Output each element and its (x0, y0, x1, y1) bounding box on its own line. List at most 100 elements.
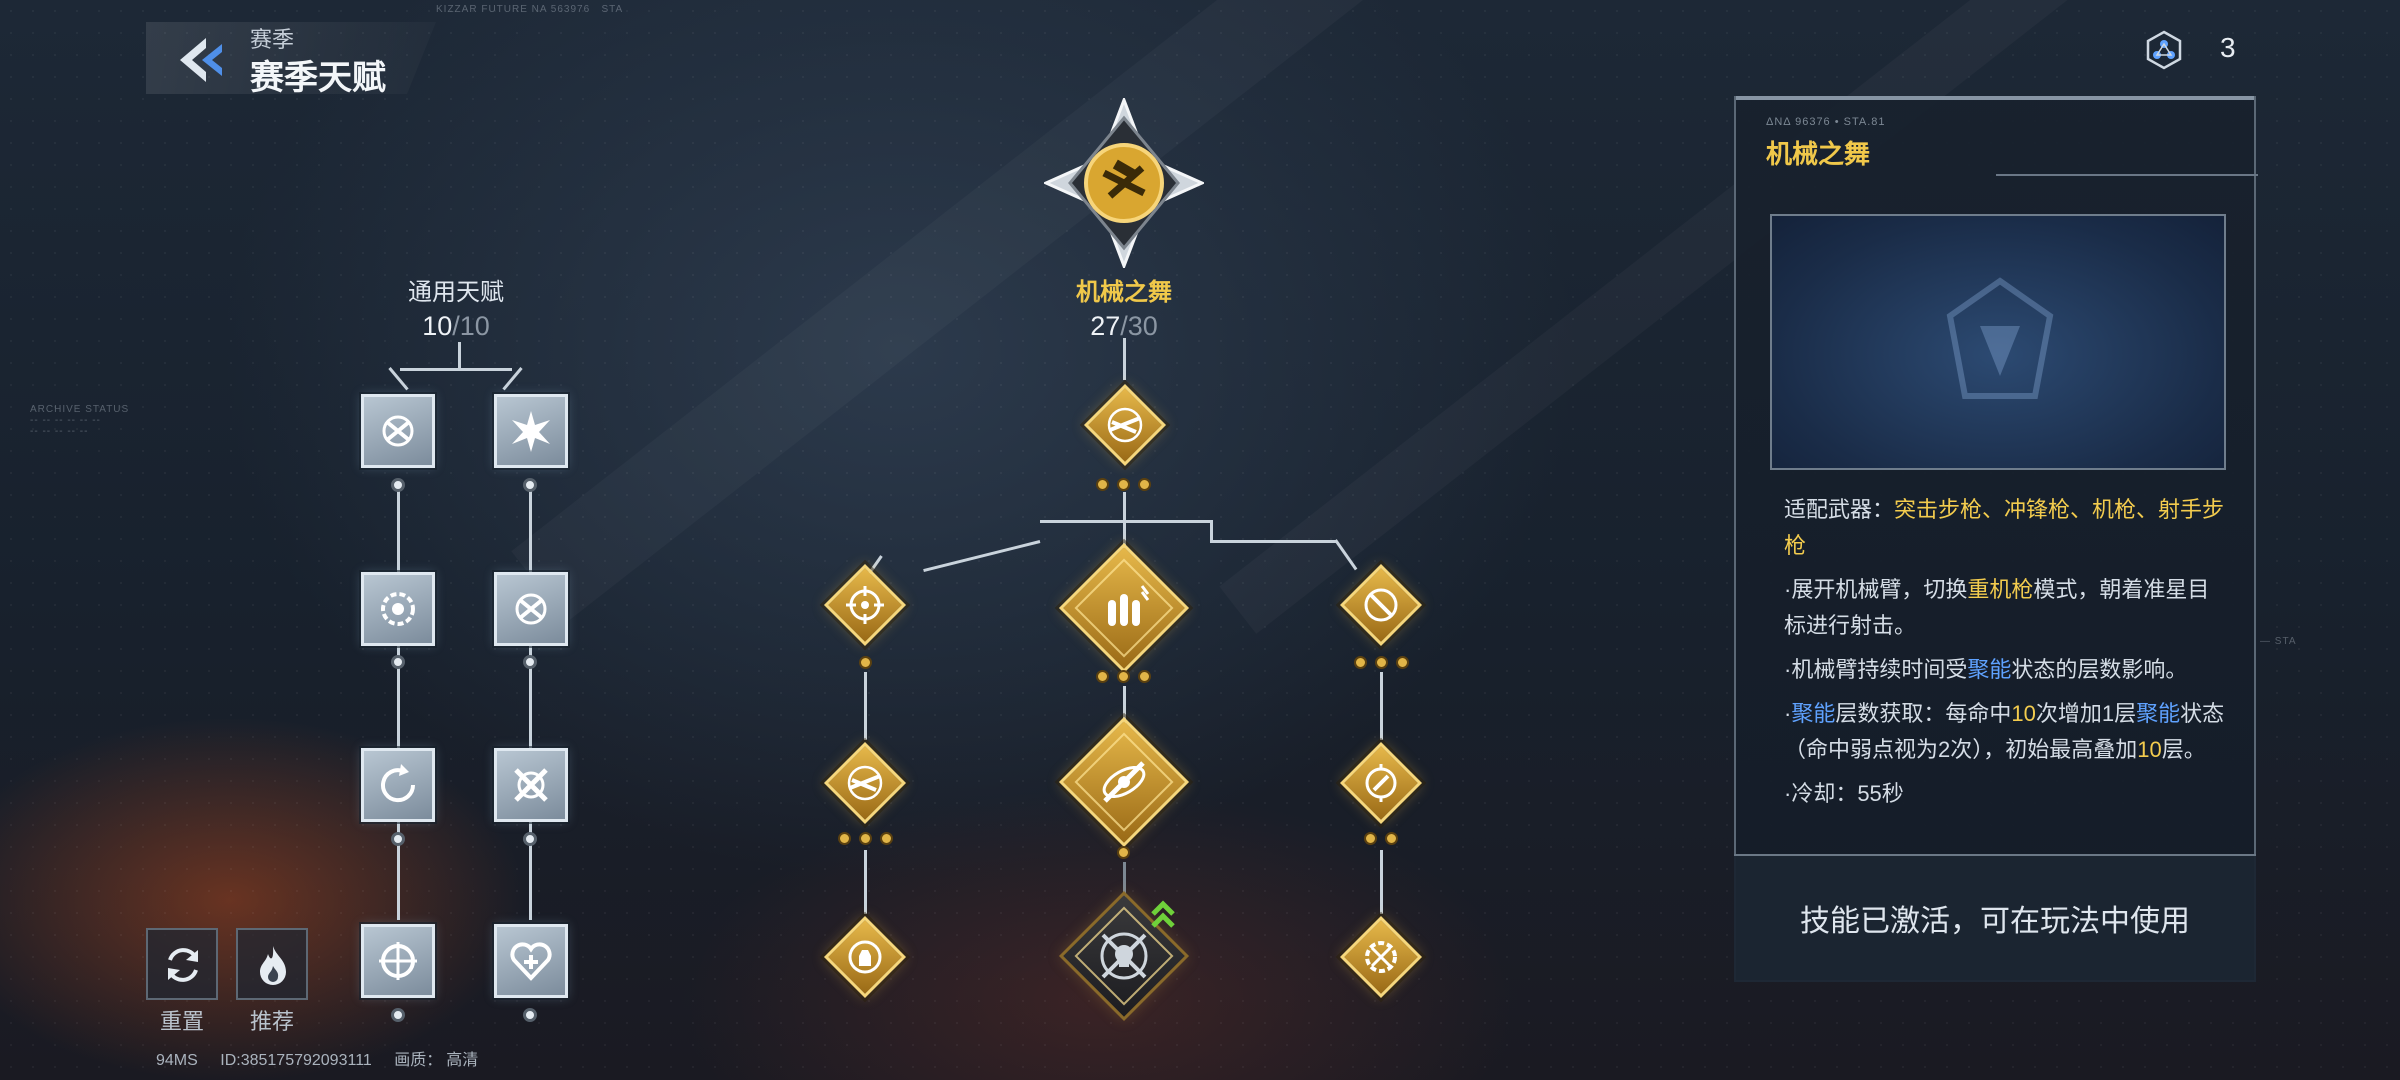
common-talent-node[interactable] (494, 394, 568, 468)
quality-label: 画质： (394, 1052, 443, 1069)
node-dot (859, 656, 872, 669)
common-talent-node[interactable] (361, 924, 435, 998)
special-talent-node[interactable] (1339, 741, 1423, 825)
tree-connector (1380, 672, 1383, 740)
gun-burst-icon (847, 765, 883, 801)
node-dot (1138, 478, 1151, 491)
common-talent-node[interactable] (361, 394, 435, 468)
node-dot (1096, 478, 1109, 491)
gun-burst-icon (1107, 407, 1143, 443)
talent-description: ··适配武器：突击步枪、冲锋枪、机枪、射手步枪 ···展开机械臂，切换重机枪模式… (1770, 492, 2230, 932)
decor-text: KIZZAR FUTURE NA 563976 STA (436, 4, 624, 15)
reset-label[interactable]: 重置 (159, 1009, 204, 1034)
desc-line-4: ·冷却：55秒 (1784, 781, 1904, 806)
crosshair-icon (846, 586, 884, 624)
node-dot (1117, 846, 1130, 859)
back-button[interactable] (146, 22, 436, 94)
header-subtitle: 赛季 (250, 27, 295, 52)
node-dot (391, 832, 405, 846)
node-dot (523, 478, 537, 492)
tree-connector (400, 368, 512, 371)
reload-cycle-icon (381, 764, 416, 803)
node-dot (838, 832, 851, 845)
talent-point-icon (2146, 30, 2182, 70)
talent-detail-panel: ΔΝΔ 96376 • STA.81 机械之舞 ··适配武器：突击步枪、冲锋枪、… (1734, 96, 2258, 982)
quality-value: 高清 (446, 1052, 479, 1069)
common-talent-node[interactable] (494, 924, 568, 998)
page-title: 赛季天赋 (250, 59, 386, 97)
talent-preview-image (1770, 214, 2226, 470)
ammo-upgrade-icon (1108, 585, 1150, 626)
node-dot (523, 1008, 537, 1022)
node-dot (391, 1008, 405, 1022)
tree-connector (864, 672, 867, 740)
ping-value: 94MS (156, 1052, 198, 1069)
crossed-blades-icon (514, 768, 548, 802)
special-talent-node[interactable] (823, 563, 907, 647)
node-dot (1354, 656, 1367, 669)
common-talent-node[interactable] (494, 748, 568, 822)
common-talent-node[interactable] (361, 572, 435, 646)
target-rotate-icon (1365, 764, 1397, 802)
talent-points-value: 3 (2220, 32, 2236, 63)
orbit-blade-icon (1102, 761, 1146, 803)
faction-logo-icon (1946, 277, 2054, 399)
node-dot (1396, 656, 1409, 669)
mech-dance-emblem-icon[interactable] (1044, 98, 1204, 268)
recommend-button[interactable] (236, 928, 308, 1000)
node-dot (523, 832, 537, 846)
activation-status: 技能已激活，可在玩法中使用 (1734, 854, 2256, 982)
special-talent-node[interactable] (1339, 563, 1423, 647)
node-dot (1117, 478, 1130, 491)
rook-target-icon (848, 940, 882, 974)
refresh-icon (168, 948, 198, 982)
back-arrow-icon[interactable] (172, 34, 228, 86)
special-talent-node[interactable] (823, 741, 907, 825)
node-dot (1364, 832, 1377, 845)
panel-divider (1996, 174, 2258, 196)
desc-line-1: ···展开机械臂，切换重机枪模式，朝着准星目标进行射击。 (1784, 577, 2210, 638)
node-dot (1375, 656, 1388, 669)
panel-code: ΔΝΔ 96376 • STA.81 (1766, 116, 1886, 128)
decor-text: — STA (2260, 636, 2297, 647)
tree-connector (1040, 520, 1210, 523)
decor-text: ARCHIVE STATUS-- -- -- -- -- ---- -- -- … (30, 404, 130, 437)
tree-connector (458, 342, 461, 370)
common-talent-node[interactable] (494, 572, 568, 646)
special-tree-count: 27/30 (1090, 311, 1158, 341)
node-dot (1138, 670, 1151, 683)
node-dot (391, 655, 405, 669)
reset-button[interactable] (146, 928, 218, 1000)
node-dot (1117, 670, 1130, 683)
activation-status-text: 技能已激活，可在玩法中使用 (1800, 905, 2190, 938)
special-talent-node[interactable] (1058, 716, 1190, 848)
skull-crosshair-icon (1100, 932, 1148, 980)
common-tree-count: 10/10 (422, 311, 490, 341)
special-talent-node[interactable] (1058, 542, 1190, 674)
talent-points-counter: 3 (2144, 26, 2264, 74)
tree-connector (529, 480, 532, 920)
node-dot (1385, 832, 1398, 845)
flame-icon (260, 946, 286, 985)
tree-connector (397, 480, 400, 920)
tree-connector (1123, 338, 1126, 380)
special-talent-node[interactable] (1083, 383, 1167, 467)
tree-connector (1123, 686, 1126, 726)
desc-line-2: ·机械臂持续时间受聚能状态的层数影响。 (1784, 657, 2188, 682)
crosshair-shield-icon (379, 942, 417, 980)
weapons-line: ··适配武器：突击步枪、冲锋枪、机枪、射手步枪 (1784, 497, 2225, 558)
gear-eye-icon (381, 592, 415, 626)
special-tree-heading: 机械之舞 27/30 (1044, 272, 1204, 342)
tree-connector (1123, 862, 1126, 906)
recommend-label[interactable]: 推荐 (249, 1009, 294, 1034)
heart-plus-icon (510, 942, 552, 981)
desc-line-3: ·聚能层数获取：每命中10次增加1层聚能状态（命中弱点视为2次），初始最高叠加1… (1784, 701, 2225, 762)
upgrade-available-icon (1151, 900, 1175, 928)
special-tree-name: 机械之舞 (1076, 279, 1172, 306)
common-talent-node[interactable] (361, 748, 435, 822)
burst-claw-icon (515, 593, 547, 625)
special-talent-node-selected[interactable] (1058, 890, 1190, 1022)
special-talent-node[interactable] (1339, 915, 1423, 999)
explosion-icon (512, 411, 550, 452)
special-talent-node[interactable] (823, 915, 907, 999)
